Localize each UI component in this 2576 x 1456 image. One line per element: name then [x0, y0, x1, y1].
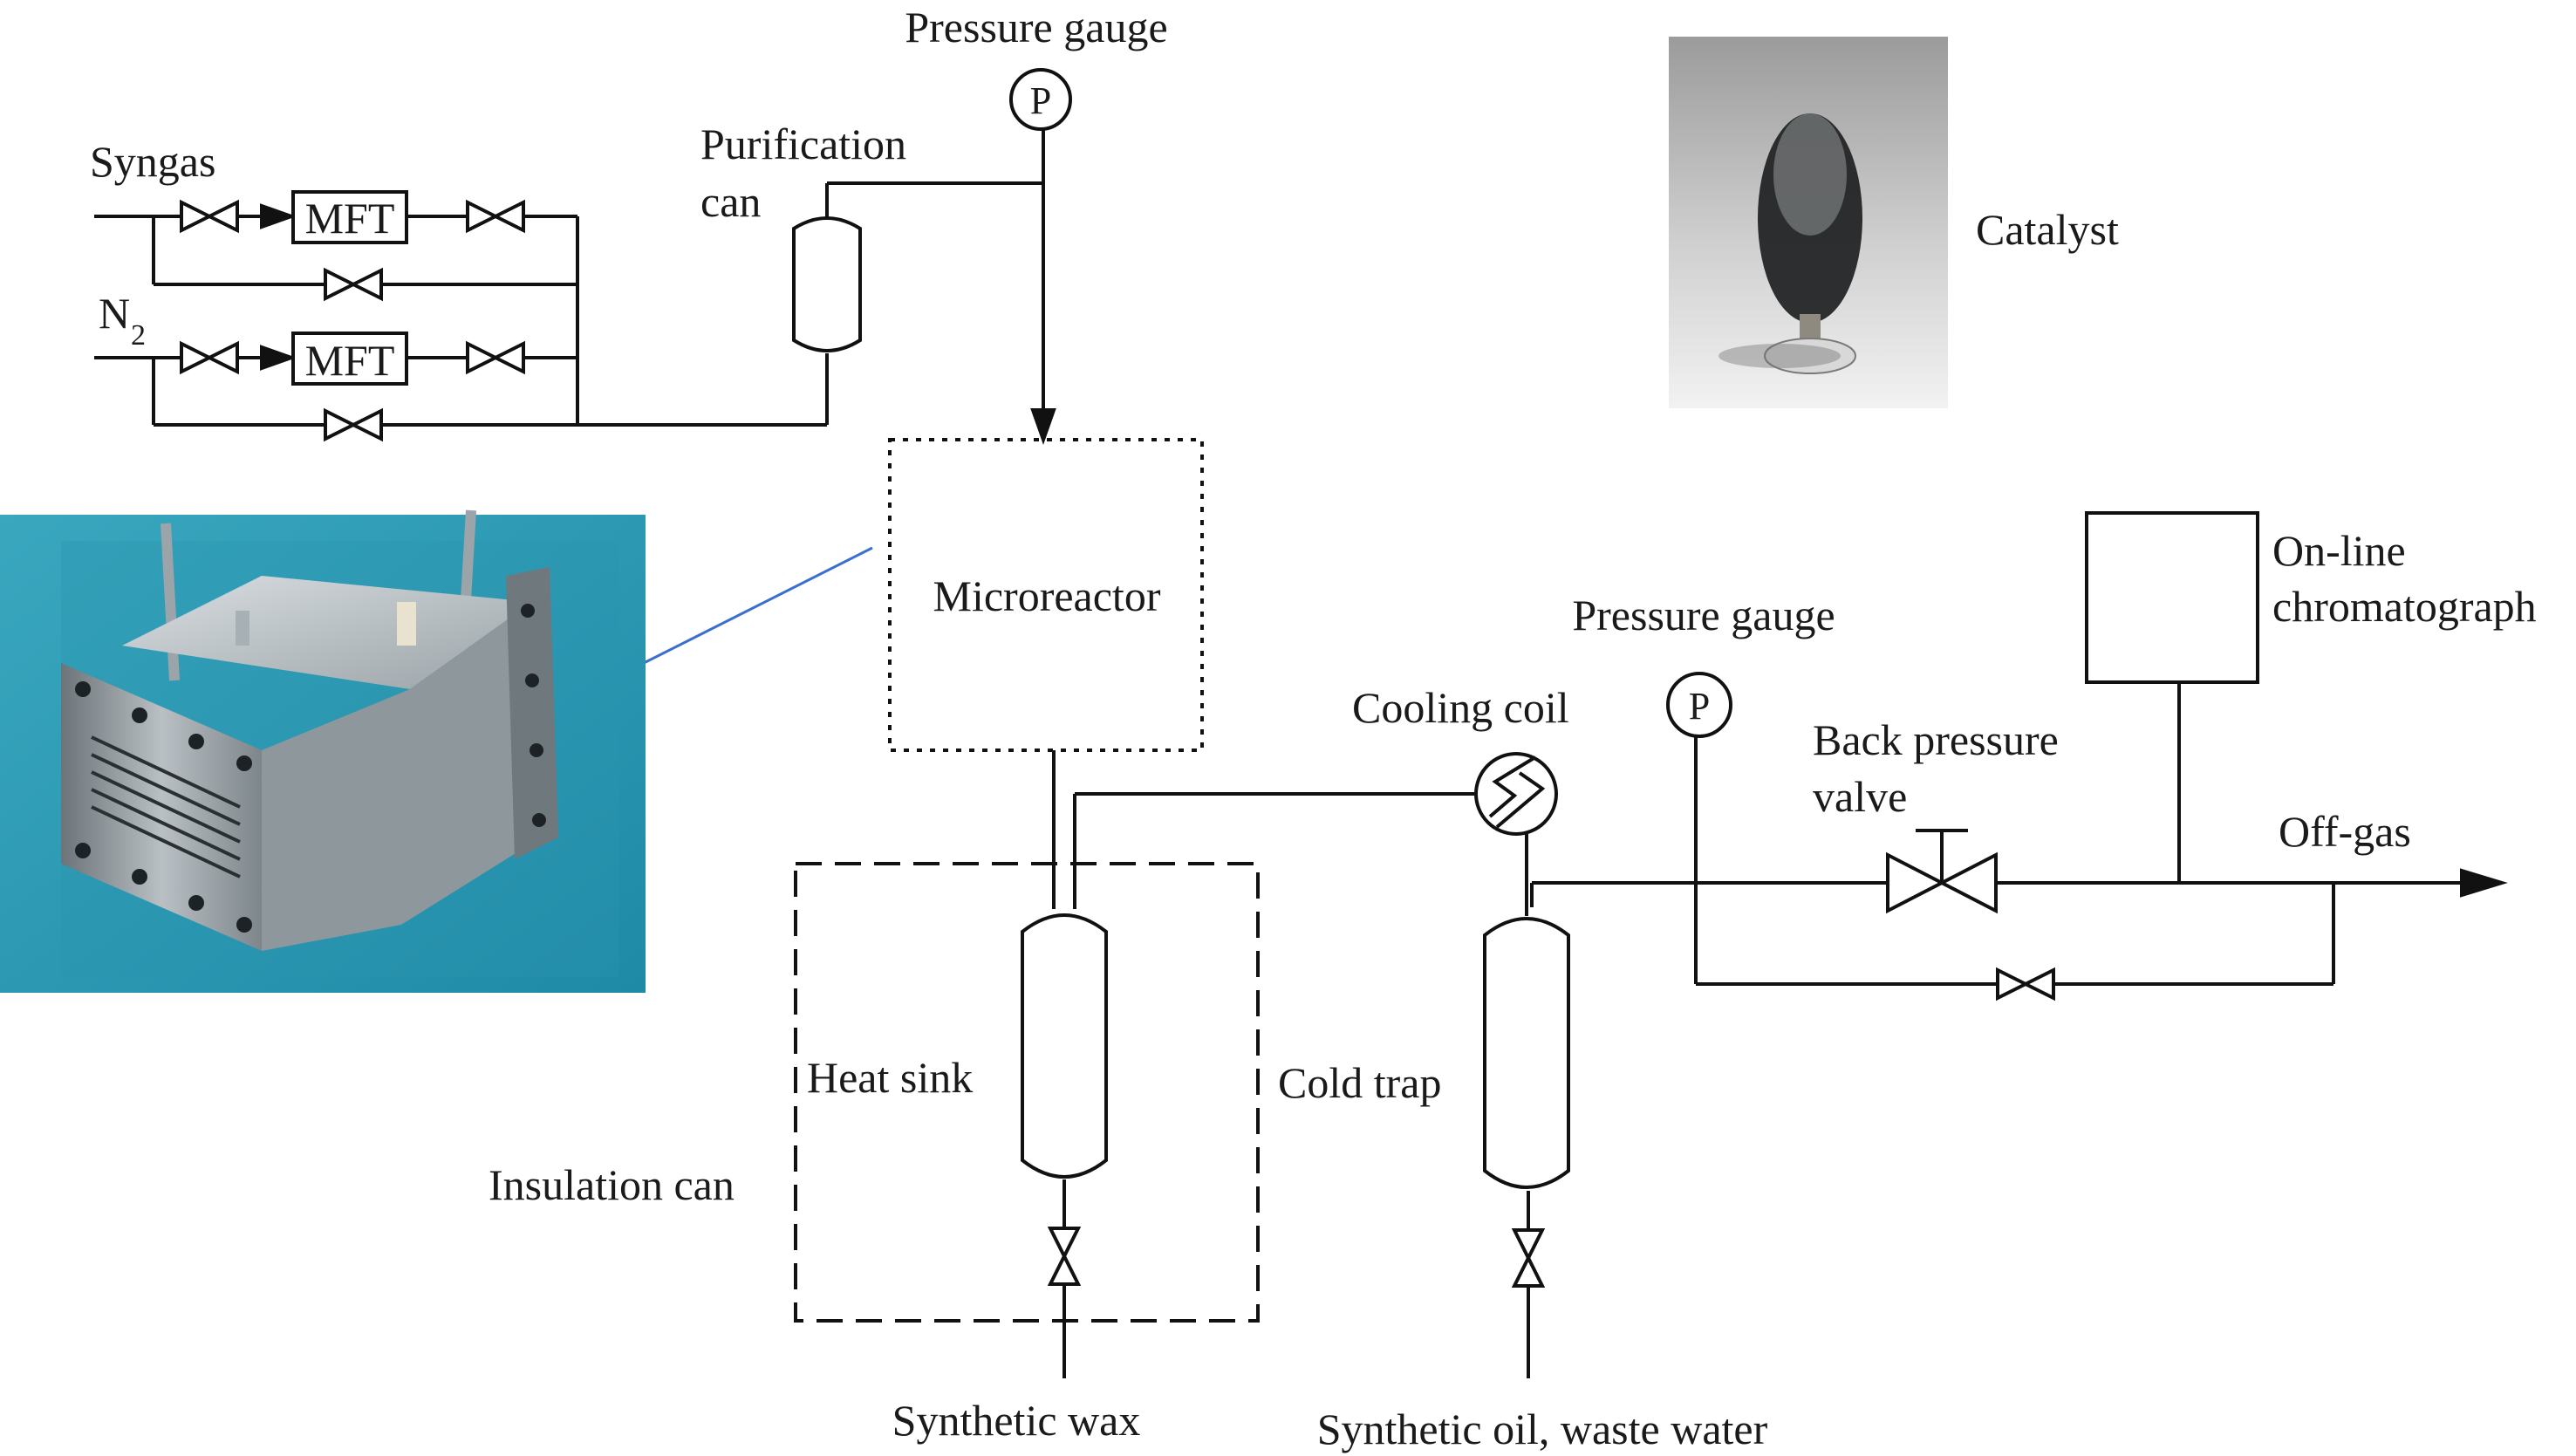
microreactor-photo: [0, 509, 646, 993]
flow-arrow-syngas: [237, 203, 297, 229]
pressure-gauge-top: P: [1009, 68, 1072, 131]
synthetic-wax-label: Synthetic wax: [892, 1396, 1141, 1445]
flow-arrow-n2: [260, 345, 297, 371]
valve-n2-outlet: [466, 340, 525, 375]
online-chromatograph-label: On-line: [2272, 526, 2406, 575]
microreactor-box: Microreactor: [888, 438, 1204, 752]
cold-trap-label: Cold trap: [1278, 1058, 1441, 1107]
microreactor-label: Microreactor: [933, 571, 1161, 620]
catalyst-label: Catalyst: [1976, 205, 2119, 254]
valve-heat-sink-drain: [1047, 1227, 1082, 1286]
valve-cold-trap-drain: [1511, 1228, 1546, 1288]
gauge-symbol: P: [1689, 685, 1710, 728]
gas-feed-section: MFT MFT Syngas N 2: [90, 137, 829, 442]
valve-syngas-outlet: [466, 199, 525, 234]
valve-bypass: [1996, 967, 2055, 1001]
n2-label: N: [99, 289, 130, 338]
flow-arrow-offgas: [2460, 868, 2508, 898]
mft-box-n2: MFT: [291, 332, 408, 386]
valve-syngas-bypass: [324, 267, 383, 302]
cooling-coil-label: Cooling coil: [1352, 683, 1569, 732]
mft-box-syngas: MFT: [291, 190, 408, 244]
online-chromatograph-box: [2085, 511, 2259, 684]
insulation-can: [794, 862, 1260, 1323]
cooling-coil: [1474, 752, 1558, 836]
valve-syngas-inlet: [180, 199, 239, 234]
back-pressure-label: Back pressure: [1813, 715, 2059, 764]
purification-can: Purification can: [700, 120, 906, 352]
synthetic-oil-label: Synthetic oil, waste water: [1317, 1405, 1768, 1453]
pressure-gauge-right: P: [1666, 672, 1732, 738]
cold-trap-vessel: [1483, 917, 1570, 1189]
offgas-label: Off-gas: [2279, 807, 2411, 856]
pressure-gauge-right-label: Pressure gauge: [1572, 591, 1835, 639]
purification-label-line2: can: [700, 177, 761, 226]
purification-label: Purification: [700, 120, 906, 168]
photo-connector-line: [643, 546, 873, 665]
mft-label: MFT: [305, 336, 395, 385]
mft-label: MFT: [305, 194, 395, 243]
catalyst-photo: [1669, 37, 1948, 408]
valve-n2-bypass: [324, 407, 383, 442]
heat-sink-vessel: [1021, 913, 1108, 1179]
pressure-gauge-top-label: Pressure gauge: [905, 3, 1167, 51]
online-chromatograph-label-line2: chromatograph: [2272, 582, 2537, 631]
gauge-symbol: P: [1030, 79, 1051, 122]
back-pressure-label-line2: valve: [1813, 772, 1907, 821]
n2-subscript: 2: [131, 319, 146, 352]
syngas-label: Syngas: [90, 137, 215, 186]
back-pressure-valve: [1886, 829, 1998, 914]
flow-arrow-to-reactor: [1030, 408, 1056, 446]
valve-n2-inlet: [180, 340, 239, 375]
insulation-can-label: Insulation can: [489, 1160, 735, 1209]
heat-sink-label: Heat sink: [807, 1053, 973, 1102]
